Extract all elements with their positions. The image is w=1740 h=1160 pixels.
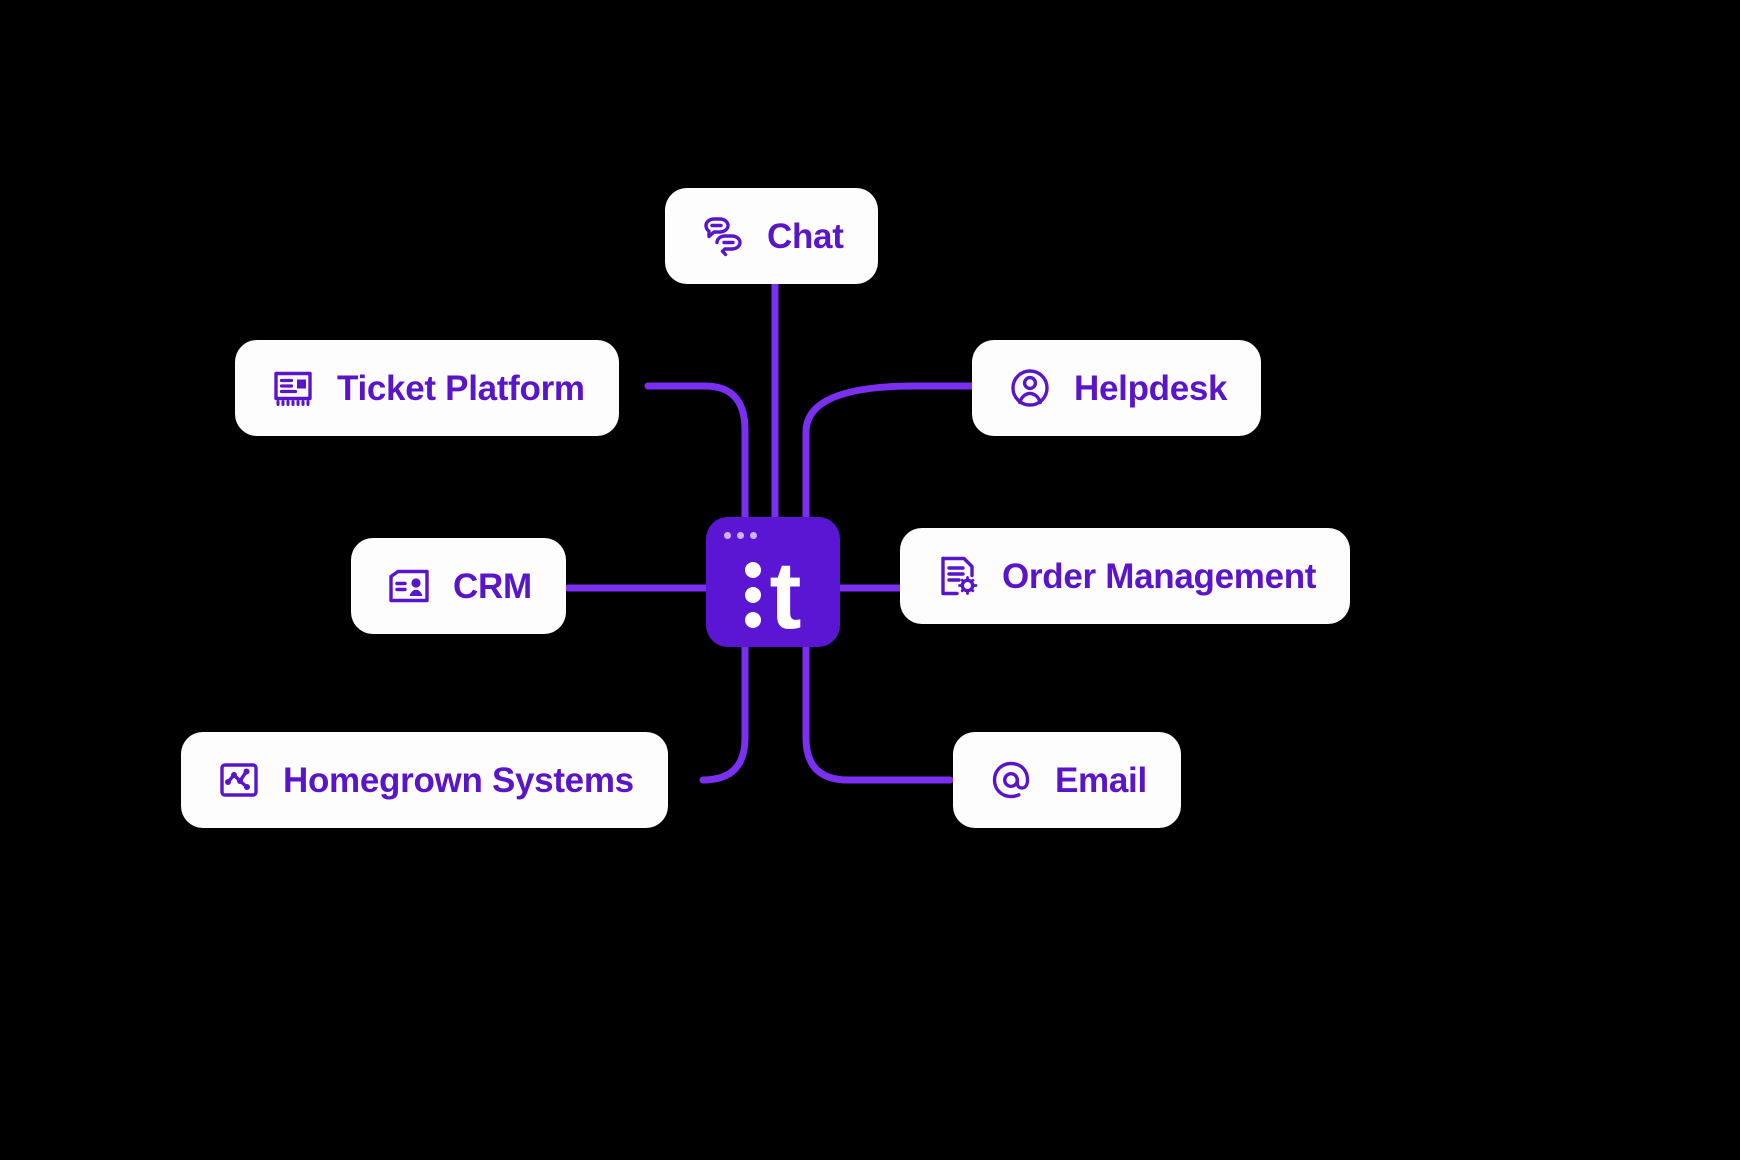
- connector-homegrown: [699, 636, 749, 784]
- node-card-crm[interactable]: CRM: [351, 538, 566, 634]
- hub-window-dots: [724, 532, 757, 539]
- hub-colon-dots: [744, 562, 761, 630]
- node-card-ticket-platform[interactable]: Ticket Platform: [235, 340, 619, 436]
- node-card-email[interactable]: Email: [953, 732, 1181, 828]
- hub-colon-dot: [744, 612, 761, 628]
- node-label: Ticket Platform: [337, 368, 585, 408]
- hub-window-dot: [750, 532, 757, 539]
- node-label: Chat: [767, 216, 844, 256]
- node-card-order-management[interactable]: Order Management: [900, 528, 1351, 624]
- hub-wordmark: t: [706, 545, 840, 647]
- hub-window-dot: [724, 532, 731, 539]
- node-label: Order Management: [1002, 556, 1317, 596]
- chat-bubbles-icon: [704, 217, 742, 257]
- ticket-article-icon: [274, 371, 312, 406]
- hub-colon-dot: [744, 562, 761, 578]
- hub-colon-dot: [744, 587, 761, 603]
- connector-helpdesk: [802, 382, 976, 529]
- hub-window-dot: [737, 532, 744, 539]
- hub-logo[interactable]: t: [706, 517, 840, 647]
- node-card-homegrown-systems[interactable]: Homegrown Systems: [181, 732, 668, 828]
- node-label: Email: [1055, 760, 1147, 800]
- document-gear-icon: [941, 556, 978, 596]
- node-card-helpdesk[interactable]: Helpdesk: [972, 340, 1262, 436]
- contact-card-icon: [389, 569, 429, 603]
- at-sign-icon: [992, 761, 1030, 799]
- node-label: CRM: [453, 566, 532, 606]
- node-label: Homegrown Systems: [283, 760, 634, 800]
- agent-circle-icon: [1011, 369, 1049, 407]
- connector-email: [802, 636, 954, 784]
- node-label: Helpdesk: [1074, 368, 1228, 408]
- network-nodes-icon: [220, 763, 258, 797]
- connector-ticket-platform: [644, 382, 749, 529]
- hub-letter-t: t: [769, 541, 802, 649]
- node-card-chat[interactable]: Chat: [665, 188, 878, 284]
